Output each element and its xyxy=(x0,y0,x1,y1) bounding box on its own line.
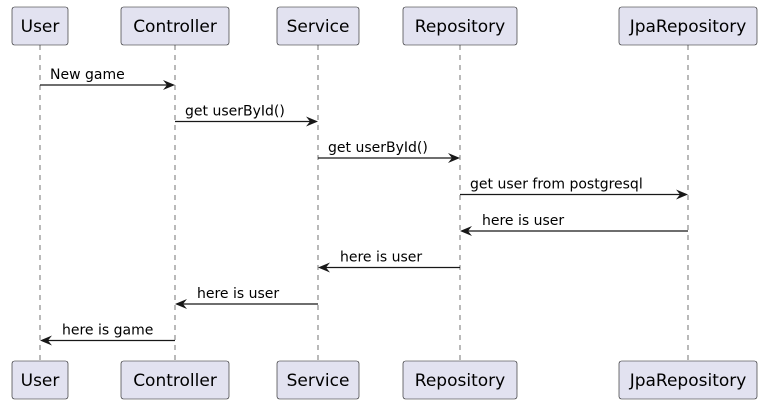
participant-controller-top: Controller xyxy=(120,6,230,46)
message-2: get userById() xyxy=(175,104,318,127)
participant-box xyxy=(11,6,69,46)
participant-repository-top: Repository xyxy=(402,6,518,46)
participant-box xyxy=(120,360,230,400)
message-4: get user from postgresql xyxy=(460,177,688,200)
message-6: here is user xyxy=(318,250,460,273)
participant-controller-bottom: Controller xyxy=(120,360,230,400)
arrowhead xyxy=(163,80,175,90)
participant-box xyxy=(402,360,518,400)
participant-box xyxy=(120,6,230,46)
participant-box xyxy=(11,360,69,400)
participants-bottom: User Controller Service Repository JpaReposi… xyxy=(11,360,758,400)
message-3: get userById() xyxy=(318,140,460,163)
participant-label: Controller xyxy=(133,17,217,37)
participant-service-top: Service xyxy=(276,6,360,46)
arrowhead xyxy=(448,153,460,163)
message-label: New game xyxy=(50,67,125,83)
participant-label: User xyxy=(21,17,60,37)
participant-label: Repository xyxy=(415,17,505,37)
participant-repository-bottom: Repository xyxy=(402,360,518,400)
message-7: here is user xyxy=(175,286,318,309)
arrowhead xyxy=(306,116,318,127)
messages: New game get userById() get userById() get … xyxy=(40,67,688,346)
participant-user-bottom: User xyxy=(11,360,69,400)
participant-jpa-bottom: JpaRepository xyxy=(618,360,758,400)
message-label: get userById() xyxy=(328,140,428,156)
participant-jpa-top: JpaRepository xyxy=(618,6,758,46)
participant-box xyxy=(276,6,360,46)
arrowhead xyxy=(318,262,330,273)
participant-box xyxy=(618,360,758,400)
participant-user-top: User xyxy=(11,6,69,46)
lifelines xyxy=(39,45,689,361)
participant-label: Service xyxy=(287,371,350,391)
message-5: here is user xyxy=(460,213,688,236)
message-1: New game xyxy=(40,67,175,90)
arrowhead xyxy=(676,189,688,200)
message-8: here is game xyxy=(40,323,175,346)
participant-box xyxy=(402,6,518,46)
message-label: here is user xyxy=(197,286,279,302)
participant-service-bottom: Service xyxy=(276,360,360,400)
participant-box xyxy=(618,6,758,46)
arrowhead xyxy=(175,299,187,309)
message-label: here is user xyxy=(340,250,422,266)
message-label: get user from postgresql xyxy=(470,177,643,193)
participant-label: Service xyxy=(287,17,350,37)
participants-top: User Controller Service Repository JpaReposi… xyxy=(11,6,758,46)
participant-label: User xyxy=(21,371,60,391)
message-label: here is game xyxy=(62,323,153,339)
message-label: get userById() xyxy=(185,104,285,120)
participant-label: Controller xyxy=(133,371,217,391)
participant-label: JpaRepository xyxy=(629,17,747,37)
participant-label: Repository xyxy=(415,371,505,391)
arrowhead xyxy=(40,335,52,346)
participant-box xyxy=(276,360,360,400)
message-label: here is user xyxy=(482,213,564,229)
participant-label: JpaRepository xyxy=(629,371,747,391)
arrowhead xyxy=(460,226,472,236)
